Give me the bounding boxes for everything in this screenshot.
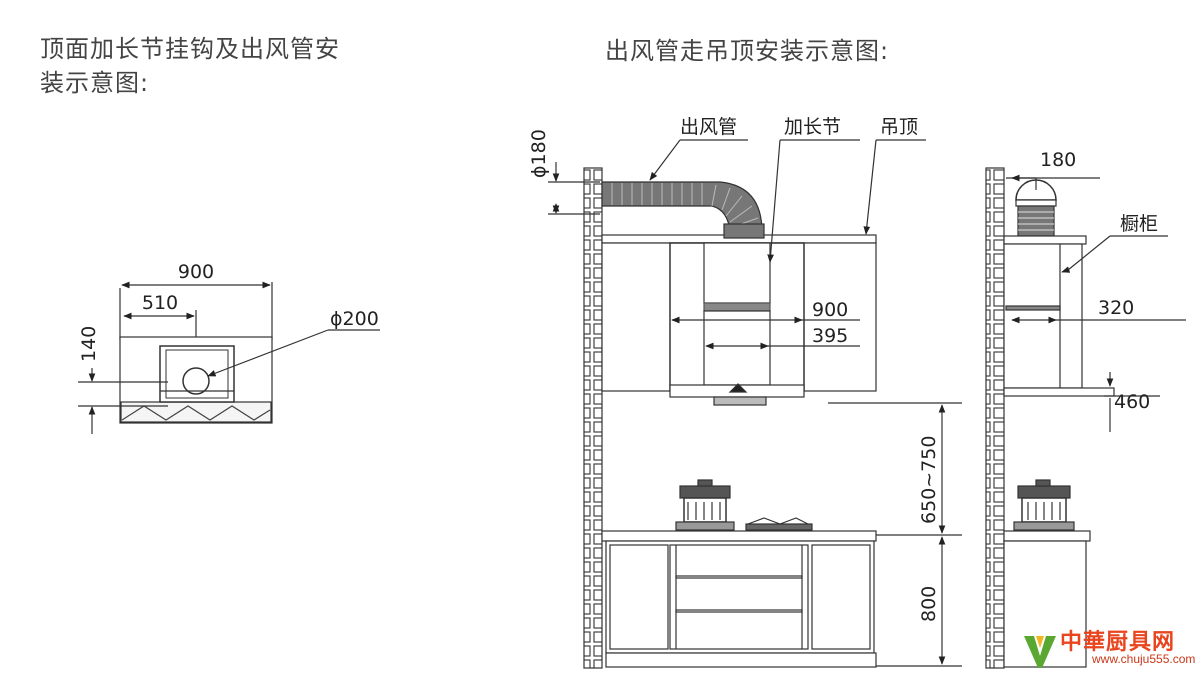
watermark: 中華厨具网 www.chuju555.com (1022, 624, 1196, 674)
dim-hood-width: 900 (812, 299, 848, 321)
side-dim-bottom: 460 (1114, 391, 1150, 413)
left-dim-pipe: ϕ200 (330, 308, 379, 330)
left-dim-height: 140 (78, 326, 100, 362)
dim-counter-height: 800 (918, 586, 940, 622)
label-ceiling: 吊顶 (880, 116, 918, 138)
label-duct: 出风管 (680, 116, 737, 138)
dim-duct-diameter: ϕ180 (528, 129, 550, 178)
watermark-logo-icon (1024, 636, 1056, 668)
dim-hood-to-stove: 650~750 (918, 436, 940, 524)
title-right: 出风管走吊顶安装示意图: (605, 37, 890, 65)
side-dim-depth: 320 (1098, 297, 1134, 319)
left-plan-diagram (78, 281, 380, 434)
left-dim-offset: 510 (142, 292, 178, 314)
dim-hood-inner: 395 (812, 325, 848, 347)
label-extension: 加长节 (784, 116, 841, 138)
side-dim-top: 180 (1040, 149, 1076, 171)
side-section-diagram (985, 167, 1186, 669)
title-left: 顶面加长节挂钩及出风管安装示意图: (40, 35, 340, 97)
label-cabinet: 橱柜 (1120, 213, 1158, 235)
right-elevation-diagram (548, 139, 962, 669)
left-dim-width: 900 (178, 261, 214, 283)
watermark-main: 中華厨具网 (1060, 630, 1176, 655)
watermark-url: www.chuju555.com (1092, 652, 1196, 666)
